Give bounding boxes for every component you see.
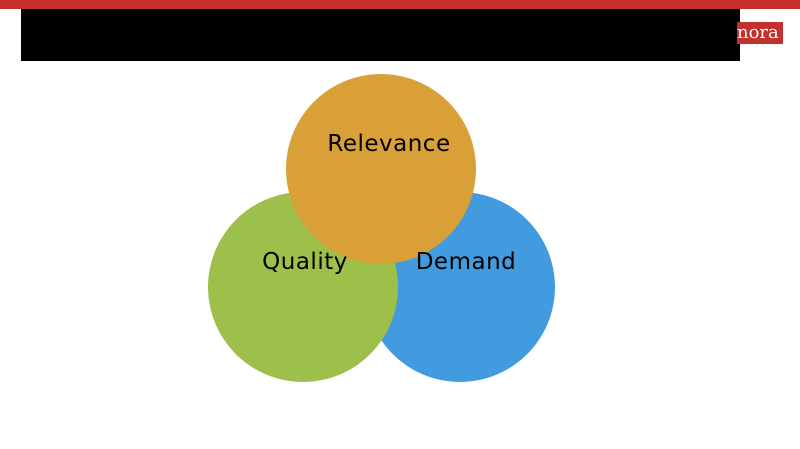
brand-logo: nora xyxy=(737,22,783,44)
relevance-label: Relevance xyxy=(327,131,450,157)
quality-label: Quality xyxy=(262,249,348,275)
top-accent-bar xyxy=(0,0,800,9)
demand-label: Demand xyxy=(416,249,517,275)
brand-logo-text: nora xyxy=(737,22,779,43)
relevance-circle xyxy=(286,74,476,264)
title-redaction-block xyxy=(21,9,740,61)
